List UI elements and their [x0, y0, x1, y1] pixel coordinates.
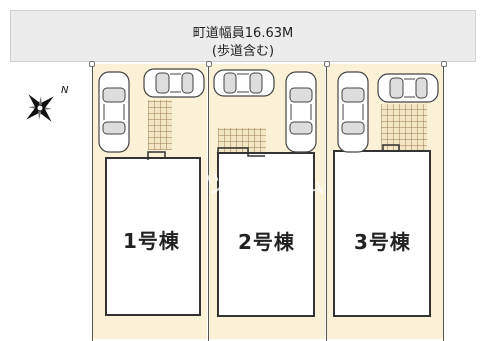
- compass-rose-icon: N: [26, 85, 69, 122]
- car-icon: [143, 68, 205, 98]
- car-icon: [377, 73, 439, 103]
- boundary-marker: [324, 61, 330, 67]
- compass-north-label: N: [61, 85, 69, 96]
- road-subtitle: (歩道含む): [211, 44, 275, 59]
- entry-approach: [381, 104, 427, 152]
- house-3: 3号棟: [333, 150, 431, 317]
- boundary-marker: [206, 61, 212, 67]
- house-label: 2号棟: [238, 230, 295, 254]
- car-icon: [98, 71, 130, 153]
- house-1: 1号棟: [105, 157, 201, 316]
- road-title: 町道幅員16.63M: [192, 26, 294, 41]
- lot-boundary: [92, 64, 93, 341]
- house-label: 3号棟: [354, 230, 411, 254]
- entry-approach: [148, 100, 172, 150]
- house-label: 1号棟: [123, 229, 180, 253]
- car-icon: [213, 69, 275, 97]
- boundary-marker: [441, 61, 447, 67]
- lot-boundary: [326, 64, 327, 341]
- boundary-marker: [89, 61, 95, 67]
- car-icon: [337, 71, 369, 153]
- entry-approach: [218, 128, 266, 154]
- road: 町道幅員16.63M (歩道含む): [10, 10, 476, 62]
- watermark: コワツホーム: [140, 170, 332, 200]
- car-icon: [285, 71, 317, 153]
- lot-boundary: [208, 64, 209, 341]
- lot-boundary: [443, 64, 444, 341]
- house-2: 2号棟: [217, 152, 315, 317]
